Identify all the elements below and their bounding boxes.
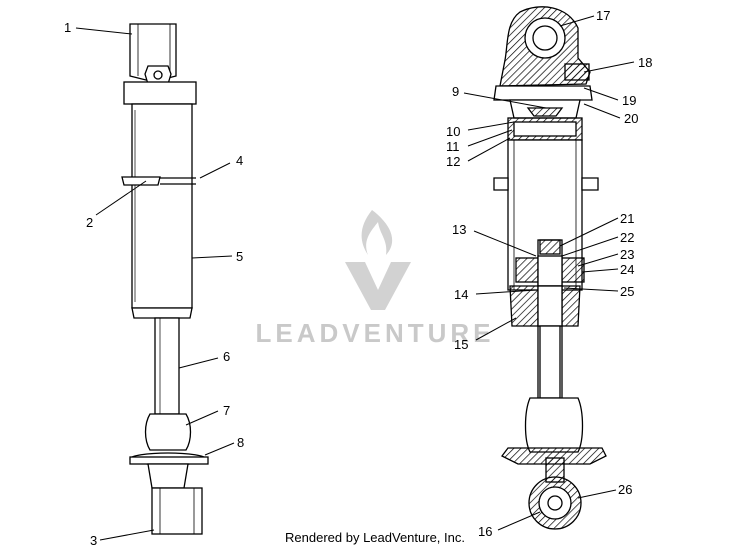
left-shock-assembly	[121, 23, 209, 535]
render-credit: Rendered by LeadVenture, Inc.	[285, 530, 465, 545]
leadventure-flame-logo	[345, 210, 411, 310]
callout-12: 12	[446, 154, 460, 169]
bottom-eyelet	[151, 487, 203, 535]
body-ring	[493, 177, 509, 191]
callout-2: 2	[86, 215, 93, 230]
bump-stop	[144, 413, 192, 451]
callout-23: 23	[620, 247, 634, 262]
callout-3: 3	[90, 533, 97, 548]
callout-22: 22	[620, 230, 634, 245]
callout-15: 15	[454, 337, 468, 352]
floating-piston	[526, 107, 564, 117]
leader-lines	[75, 15, 635, 541]
fill-valve	[564, 63, 590, 81]
right-shock-cutaway	[493, 6, 607, 530]
shock-body	[131, 103, 193, 309]
callout-7: 7	[223, 403, 230, 418]
callout-6: 6	[223, 349, 230, 364]
callout-17: 17	[596, 8, 610, 23]
spring-retainer-ring	[121, 176, 161, 186]
callout-numbers: 1 2 3 4 5 6 7 8 9 10 11 12 13 14 15 16 1…	[64, 8, 652, 548]
callout-14: 14	[454, 287, 468, 302]
callout-25: 25	[620, 284, 634, 299]
callout-24: 24	[620, 262, 634, 277]
callout-20: 20	[624, 111, 638, 126]
callout-18: 18	[638, 55, 652, 70]
callout-21: 21	[620, 211, 634, 226]
watermark-text: LEADVENTURE	[255, 318, 494, 348]
body-bottom	[131, 307, 193, 319]
right-spring-seat	[501, 447, 607, 465]
callout-13: 13	[452, 222, 466, 237]
callout-11: 11	[446, 139, 460, 154]
piston-nut	[539, 239, 561, 255]
callout-4: 4	[236, 153, 243, 168]
callout-10: 10	[446, 124, 460, 139]
upper-cap	[493, 85, 593, 101]
callout-1: 1	[64, 20, 71, 35]
callout-5: 5	[236, 249, 243, 264]
piston-shaft	[154, 317, 180, 415]
callout-26: 26	[618, 482, 632, 497]
callout-8: 8	[237, 435, 244, 450]
callout-9: 9	[452, 84, 459, 99]
right-bump-stop	[524, 397, 584, 453]
callout-16: 16	[478, 524, 492, 539]
body-cap	[123, 81, 197, 105]
callout-19: 19	[622, 93, 636, 108]
leadventure-watermark: LEADVENTURE	[255, 210, 494, 348]
